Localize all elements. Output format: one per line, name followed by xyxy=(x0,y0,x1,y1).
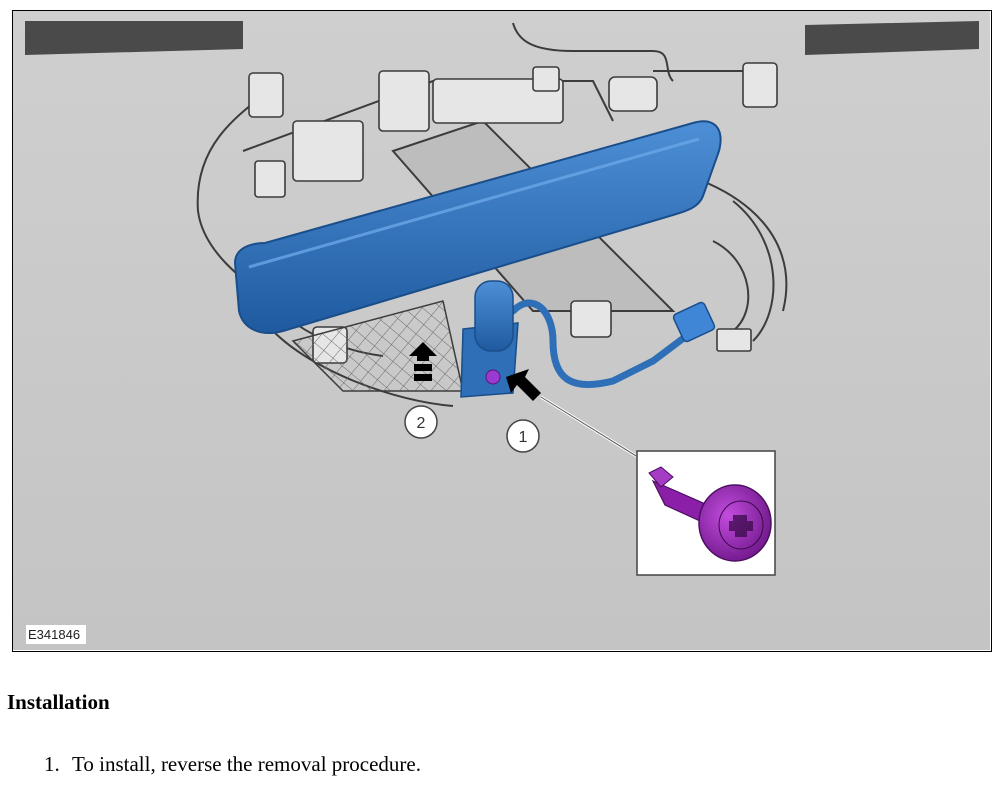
headliner-trim-right xyxy=(805,21,979,55)
section-heading: Installation xyxy=(7,690,110,714)
bolt-icon xyxy=(648,466,772,562)
bolt-location-marker xyxy=(485,369,501,385)
arrow-icon xyxy=(506,369,541,401)
rearview-mirror xyxy=(233,120,722,334)
mirror-stem xyxy=(474,280,514,352)
installation-steps: 1. To install, reverse the removal proced… xyxy=(44,752,421,777)
step-text: To install, reverse the removal procedur… xyxy=(72,752,421,776)
upward-direction-arrow xyxy=(409,342,437,381)
step-item: 1. To install, reverse the removal proced… xyxy=(44,752,421,777)
svg-text:1: 1 xyxy=(519,429,528,446)
callout-1: 1 xyxy=(506,419,540,453)
bolt-detail-inset xyxy=(636,450,776,576)
figure-code: E341846 xyxy=(26,625,87,644)
harness-connector xyxy=(672,301,716,343)
illustration-frame: 2 1 E341846 xyxy=(12,10,992,652)
mirror-removal-illustration: 2 1 xyxy=(13,11,990,650)
detail-leader-line-outline xyxy=(540,396,642,460)
step-number: 1. xyxy=(44,752,60,776)
svg-text:2: 2 xyxy=(417,415,426,432)
headliner-trim-left xyxy=(25,21,243,55)
mirror-wiring-harness xyxy=(509,299,697,389)
callout-2: 2 xyxy=(404,405,438,439)
